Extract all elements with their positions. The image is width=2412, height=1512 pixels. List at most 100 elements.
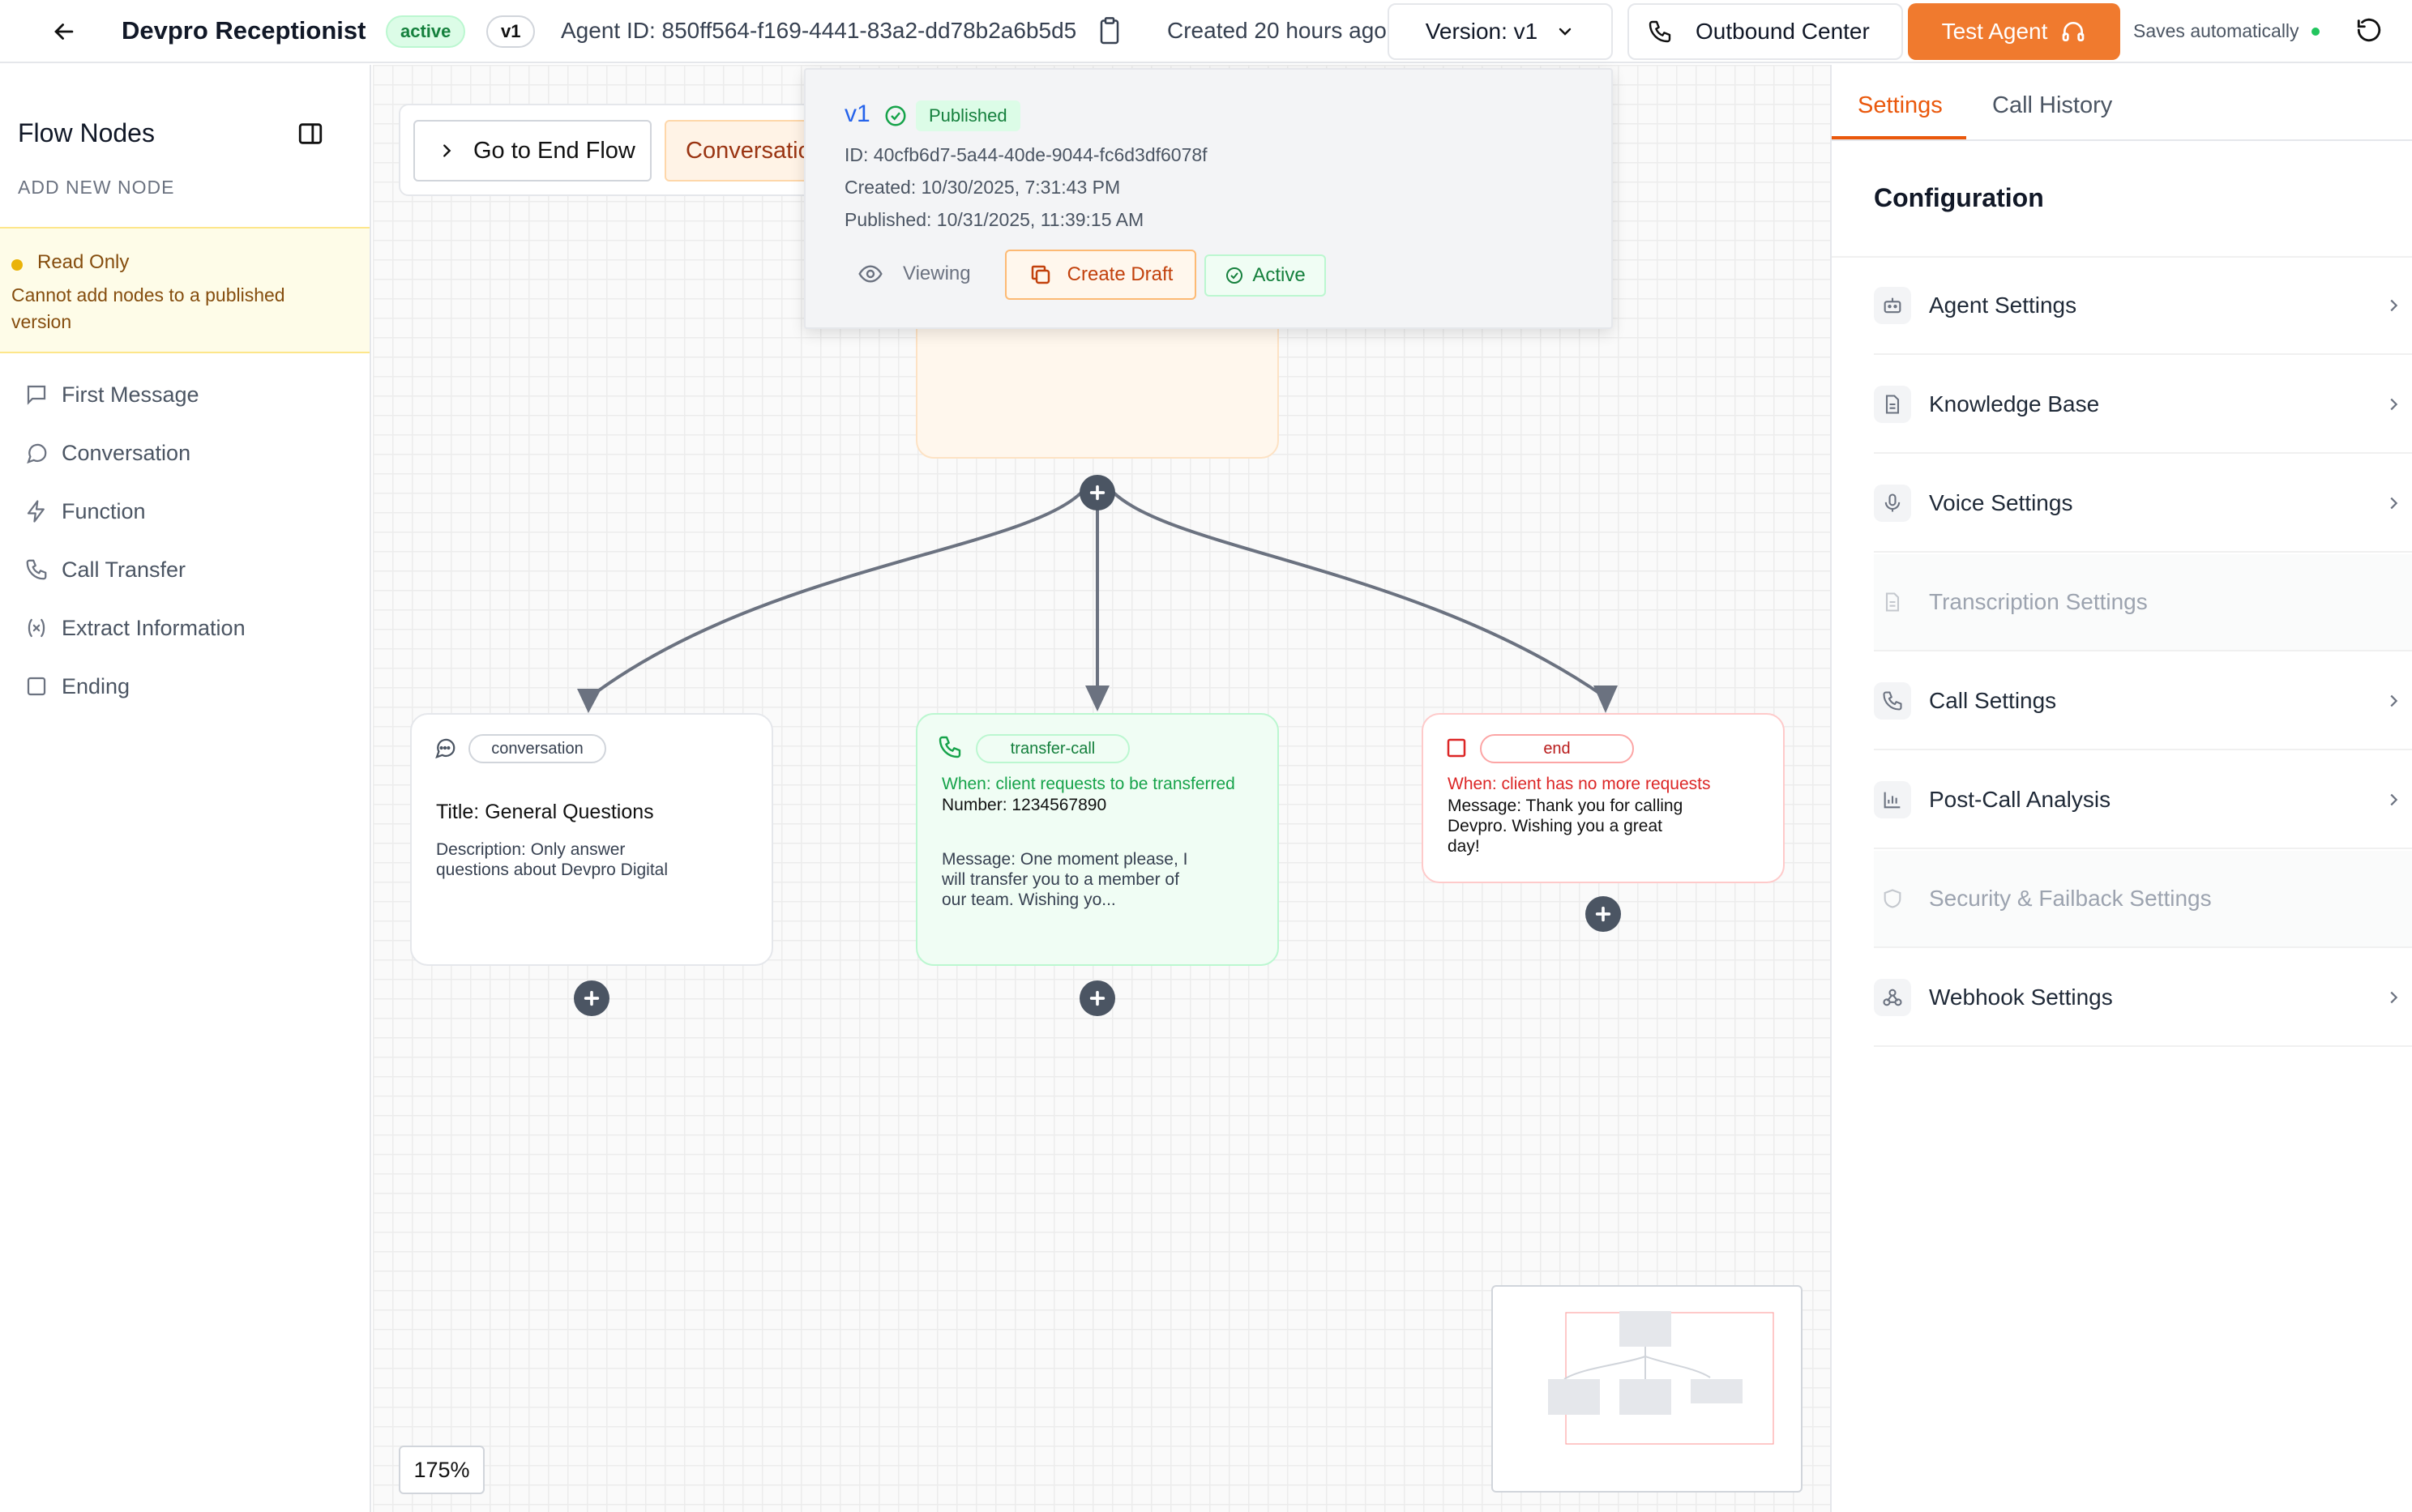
message-circle-icon [24, 441, 62, 465]
popup-id: ID: 40cfb6d7-5a44-40de-9044-fc6d3df6078f [845, 144, 1208, 165]
sidebar-item-conversation[interactable]: Conversation [24, 433, 190, 473]
top-header: Devpro Receptionist active v1 Agent ID: … [0, 0, 2412, 63]
phone-icon [1874, 682, 1911, 720]
add-node-plus-icon[interactable] [1080, 475, 1115, 510]
active-label: Active [1252, 264, 1306, 286]
check-circle-icon [883, 104, 908, 128]
node-type-tag: transfer-call [976, 734, 1130, 763]
test-agent-label: Test Agent [1941, 19, 2048, 44]
phone-icon [937, 734, 963, 760]
popup-created: Created: 10/30/2025, 7:31:43 PM [845, 177, 1121, 198]
transfer-number: Number: 1234567890 [942, 796, 1107, 814]
webhook-icon [1874, 979, 1911, 1016]
outbound-center-label: Outbound Center [1696, 19, 1870, 44]
sidebar-item-extract-information[interactable]: Extract Information [24, 608, 246, 648]
add-node-plus-icon[interactable] [1585, 896, 1621, 932]
save-status-dot [2312, 28, 2320, 36]
shield-icon [1874, 880, 1911, 917]
phone-icon [1647, 19, 1673, 45]
sidebar-item-label: Ending [62, 673, 130, 698]
clipboard-icon[interactable] [1097, 16, 1122, 45]
knowledge-base-row[interactable]: Knowledge Base [1874, 357, 2412, 454]
copy-icon [1029, 263, 1053, 287]
node-type-tag: end [1480, 734, 1634, 763]
webhook-settings-row[interactable]: Webhook Settings [1874, 950, 2412, 1047]
go-to-end-flow-button[interactable]: Go to End Flow [413, 120, 652, 182]
flow-edges [577, 491, 1618, 713]
viewing-indicator: Viewing [857, 250, 971, 298]
square-icon [1444, 736, 1469, 760]
chevron-right-icon [2384, 297, 2402, 314]
conversation-node[interactable]: conversation Title: General Questions De… [410, 713, 773, 966]
create-draft-button[interactable]: Create Draft [1005, 250, 1196, 300]
chevron-right-icon [2384, 494, 2402, 512]
row-label: Post-Call Analysis [1929, 787, 2111, 812]
row-label: Agent Settings [1929, 293, 2077, 318]
agent-title: Devpro Receptionist [122, 16, 366, 45]
arrowhead [577, 689, 601, 713]
phone-icon [24, 557, 62, 582]
agent-settings-row[interactable]: Agent Settings [1874, 258, 2412, 355]
tab-call-history[interactable]: Call History [1992, 92, 2113, 118]
node-description: Description: Only answer questions about… [436, 840, 669, 879]
end-node[interactable]: end When: client has no more requests Me… [1422, 713, 1785, 883]
arrowhead [1085, 686, 1110, 711]
eye-icon [857, 261, 883, 287]
arrowhead [1593, 686, 1618, 713]
test-agent-button[interactable]: Test Agent [1908, 3, 2120, 60]
zoom-level[interactable]: 175% [399, 1446, 485, 1494]
file-icon [1874, 386, 1911, 423]
create-draft-label: Create Draft [1067, 263, 1174, 285]
sidebar-item-label: First Message [62, 382, 199, 407]
status-badge: active [386, 15, 466, 48]
message-circle-icon [433, 736, 457, 760]
sidebar-item-label: Call Transfer [62, 557, 186, 582]
row-label: Call Settings [1929, 688, 2057, 713]
row-label: Knowledge Base [1929, 391, 2100, 416]
minimap[interactable] [1491, 1285, 1803, 1493]
chevron-right-icon [2384, 989, 2402, 1006]
post-call-analysis-row[interactable]: Post-Call Analysis [1874, 752, 2412, 849]
row-label: Webhook Settings [1929, 985, 2113, 1010]
voice-settings-row[interactable]: Voice Settings [1874, 455, 2412, 553]
viewing-label: Viewing [903, 263, 971, 284]
add-new-node-label: ADD NEW NODE [18, 177, 175, 198]
panel-toggle-icon[interactable] [297, 120, 324, 147]
row-label: Voice Settings [1929, 490, 2073, 515]
chevron-down-icon [1555, 22, 1575, 41]
node-type-tag: conversation [468, 734, 606, 763]
square-icon [24, 674, 62, 698]
sidebar-item-ending[interactable]: Ending [24, 666, 130, 707]
divider [1832, 256, 2412, 258]
lightning-icon [24, 499, 62, 523]
node-condition: When: client has no more requests [1448, 775, 1711, 793]
popup-version: v1 [845, 100, 870, 127]
sidebar-item-function[interactable]: Function [24, 491, 146, 532]
add-node-plus-icon[interactable] [574, 980, 609, 1016]
message-square-icon [24, 382, 62, 407]
version-select[interactable]: Version: v1 [1388, 3, 1613, 60]
read-only-notice: Read Only Cannot add nodes to a publishe… [0, 227, 370, 353]
tab-settings[interactable]: Settings [1858, 92, 1943, 118]
chevron-right-icon [438, 142, 455, 160]
sidebar-title: Flow Nodes [18, 118, 155, 147]
call-settings-row[interactable]: Call Settings [1874, 653, 2412, 750]
warning-dot [11, 259, 23, 271]
version-select-label: Version: v1 [1425, 19, 1538, 44]
transfer-call-node[interactable]: transfer-call When: client requests to b… [916, 713, 1279, 966]
back-arrow-icon[interactable] [50, 18, 78, 45]
published-badge: Published [916, 100, 1020, 131]
sidebar-item-first-message[interactable]: First Message [24, 374, 199, 415]
history-refresh-icon[interactable] [2355, 16, 2383, 44]
sidebar-item-call-transfer[interactable]: Call Transfer [24, 549, 186, 590]
active-tab-underline [1832, 136, 1966, 139]
outbound-center-button[interactable]: Outbound Center [1627, 3, 1903, 60]
add-node-plus-icon[interactable] [1080, 980, 1115, 1016]
version-popup: v1 Published ID: 40cfb6d7-5a44-40de-9044… [804, 68, 1613, 329]
row-label: Transcription Settings [1929, 589, 2148, 614]
sidebar-item-label: Function [62, 498, 146, 523]
popup-published: Published: 10/31/2025, 11:39:15 AM [845, 209, 1144, 230]
active-button[interactable]: Active [1204, 254, 1326, 297]
check-circle-icon [1225, 266, 1244, 285]
chevron-right-icon [2384, 791, 2402, 809]
